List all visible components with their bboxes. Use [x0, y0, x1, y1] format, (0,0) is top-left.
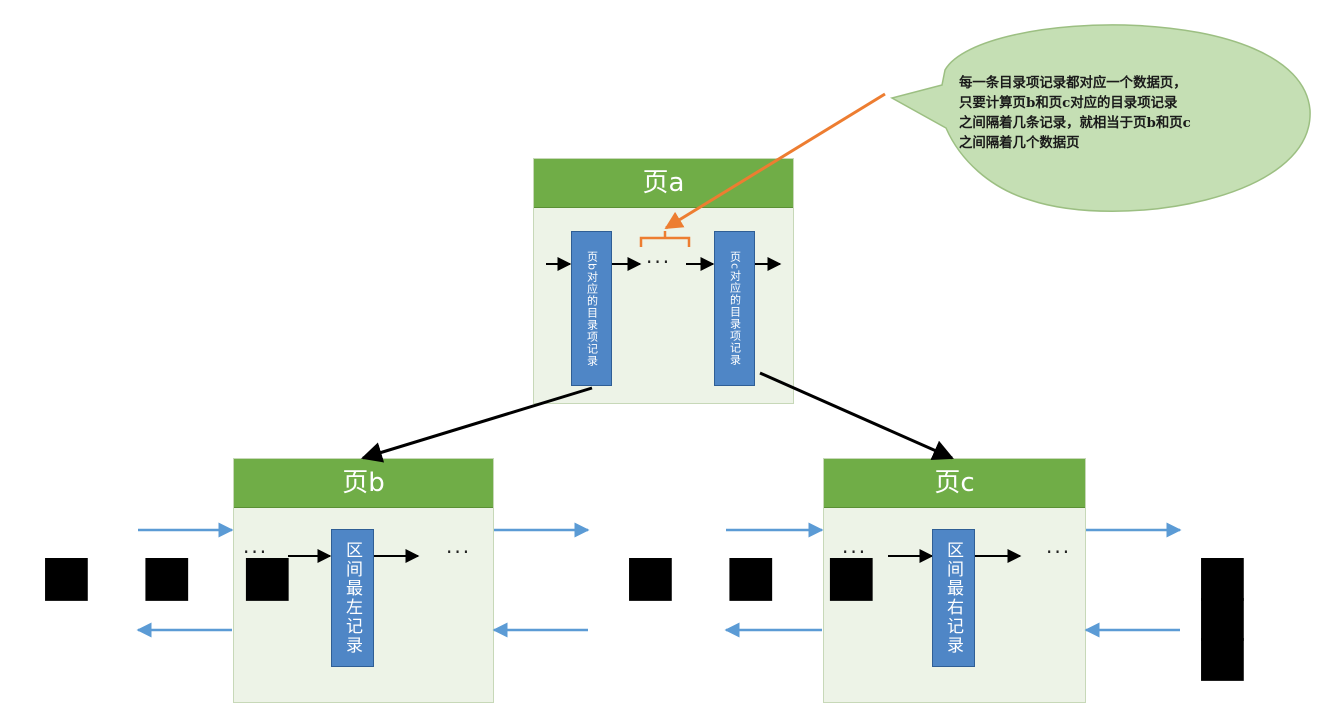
record-page-c-directory: 页c对应的目录项记录	[714, 231, 755, 386]
callout-line: 只要计算页b和页c对应的目录项记录	[959, 95, 1178, 111]
record-page-b-directory: 页b对应的目录项记录	[571, 231, 612, 386]
record-range-leftmost: 区间最左记录	[331, 529, 374, 667]
ellipsis-outer-left: ■ ■ ■	[40, 543, 308, 608]
callout-line: 每一条目录项记录都对应一个数据页，	[959, 75, 1187, 91]
ellipsis-outer-right: ■ ■ ■	[1196, 543, 1263, 688]
ellipsis-a: ···	[646, 250, 672, 274]
page-b: 页b	[233, 458, 494, 703]
page-a-title: 页a	[534, 159, 793, 208]
callout-line: 之间隔着几条记录，就相当于页b和页c	[959, 115, 1191, 131]
page-b-title: 页b	[234, 459, 493, 508]
callout-text: 每一条目录项记录都对应一个数据页， 只要计算页b和页c对应的目录项记录 之间隔着…	[959, 73, 1279, 153]
ellipsis-c-left: ···	[842, 540, 868, 564]
ellipsis-c-right: ···	[1046, 540, 1072, 564]
ellipsis-b-right: ···	[446, 540, 472, 564]
ellipsis-outer-middle: ■ ■ ■	[624, 543, 892, 608]
page-c-title: 页c	[824, 459, 1085, 508]
ellipsis-b-left: ···	[243, 540, 269, 564]
record-range-rightmost: 区间最右记录	[932, 529, 975, 667]
callout-line: 之间隔着几个数据页	[959, 135, 1080, 151]
